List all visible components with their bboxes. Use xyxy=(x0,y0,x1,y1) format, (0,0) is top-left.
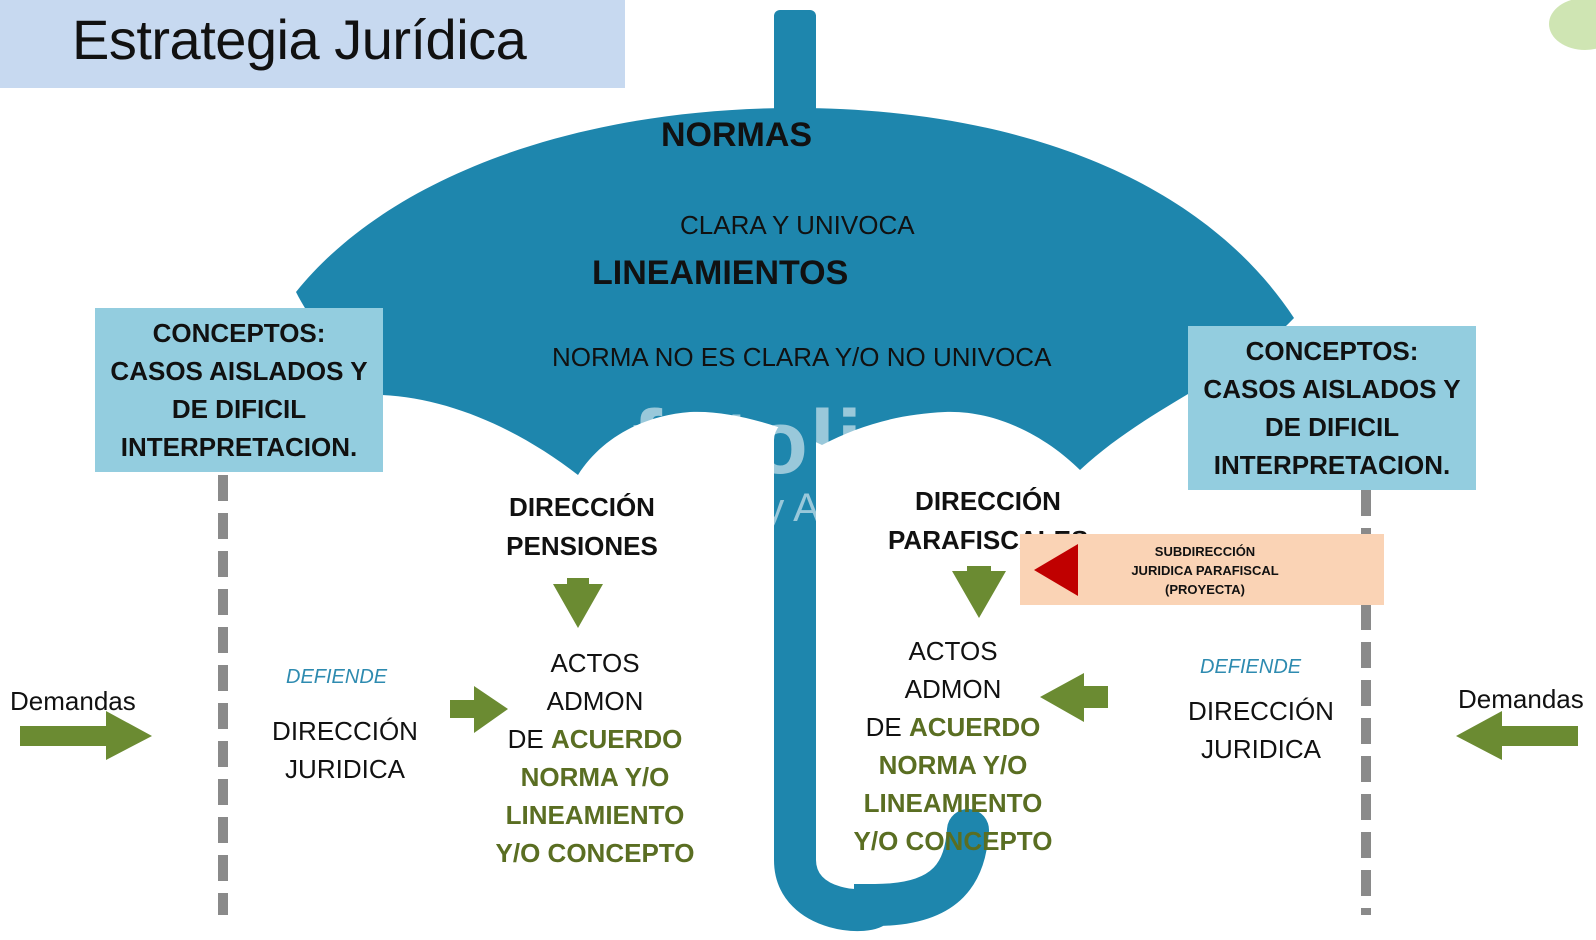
dir-pensiones-line: PENSIONES xyxy=(506,531,658,561)
actos-left-de: DE xyxy=(507,724,551,754)
concepts-left-line: INTERPRETACION. xyxy=(120,432,358,462)
actos-right-line6: Y/O CONCEPTO xyxy=(853,826,1053,856)
pensiones-down-arrow xyxy=(553,578,603,628)
subdireccion-line: JURIDICA PARAFISCAL xyxy=(1131,563,1279,578)
norma-no-clara-label: NORMA NO ES CLARA Y/O NO UNIVOCA xyxy=(552,342,1052,372)
actos-left: ACTOS ADMON DE ACUERDO NORMA Y/O LINEAMI… xyxy=(480,644,710,872)
actos-left-line1: ACTOS xyxy=(550,648,640,678)
watermark-logo: fotolia xyxy=(632,393,916,493)
dir-juridica-right-line: JURIDICA xyxy=(1201,734,1321,764)
dir-juridica-right-line: DIRECCIÓN xyxy=(1188,696,1334,726)
dir-juridica-left-line: JURIDICA xyxy=(285,754,405,784)
red-left-arrow-icon xyxy=(1034,544,1078,596)
lineamientos-label: LINEAMIENTOS xyxy=(592,254,849,292)
actos-right: ACTOS ADMON DE ACUERDO NORMA Y/O LINEAMI… xyxy=(838,632,1068,860)
actos-left-line2: ADMON xyxy=(546,686,644,716)
actos-right-line3: DE ACUERDO xyxy=(838,708,1068,746)
right-demandas-arrow xyxy=(1456,711,1578,760)
actos-right-line2: ADMON xyxy=(904,674,1002,704)
umbrella-canopy xyxy=(296,108,1294,475)
decorative-green-blob xyxy=(1549,0,1596,50)
concepts-right-line: INTERPRETACION. xyxy=(1213,450,1451,480)
normas-label: NORMAS xyxy=(661,116,813,154)
actos-left-acuerdo: ACUERDO xyxy=(550,724,683,754)
dir-parafiscales-line: DIRECCIÓN xyxy=(915,486,1061,516)
concepts-box-right: CONCEPTOS: CASOS AISLADOS Y DE DIFICIL I… xyxy=(1188,326,1476,490)
concepts-right-line: DE DIFICIL xyxy=(1264,412,1400,442)
page-title: Estrategia Jurídica xyxy=(72,8,527,71)
actos-left-line3: DE ACUERDO xyxy=(480,720,710,758)
parafiscales-down-arrow xyxy=(952,566,1006,618)
left-defiende-arrow xyxy=(450,686,508,733)
clara-univoca-label: CLARA Y UNIVOCA xyxy=(680,210,915,240)
actos-right-line5: LINEAMIENTO xyxy=(863,788,1043,818)
concepts-box-left: CONCEPTOS: CASOS AISLADOS Y DE DIFICIL I… xyxy=(95,308,383,472)
dir-juridica-left: DIRECCIÓN JURIDICA xyxy=(260,712,430,788)
actos-right-de: DE xyxy=(865,712,909,742)
dir-pensiones-line: DIRECCIÓN xyxy=(509,492,655,522)
concepts-left-line: CONCEPTOS: xyxy=(152,318,326,348)
actos-right-line1: ACTOS xyxy=(908,636,998,666)
defiende-right-label: DEFIENDE xyxy=(1200,656,1302,678)
actos-left-line6: Y/O CONCEPTO xyxy=(495,838,695,868)
actos-right-line4: NORMA Y/O xyxy=(878,750,1028,780)
subdireccion-line: (PROYECTA) xyxy=(1165,582,1245,597)
actos-left-line5: LINEAMIENTO xyxy=(505,800,685,830)
dir-juridica-right: DIRECCIÓN JURIDICA xyxy=(1176,692,1346,768)
title-bar xyxy=(0,0,625,88)
concepts-left-line: DE DIFICIL xyxy=(171,394,307,424)
subdireccion-line: SUBDIRECCIÓN xyxy=(1154,544,1256,559)
right-defiende-arrow xyxy=(1040,673,1108,722)
demandas-right-label: Demandas xyxy=(1458,684,1584,714)
defiende-left-label: DEFIENDE xyxy=(286,666,388,688)
umbrella-handle xyxy=(774,419,989,932)
umbrella-top-stem xyxy=(774,10,816,120)
dir-juridica-left-line: DIRECCIÓN xyxy=(272,716,418,746)
concepts-right-line: CASOS AISLADOS Y xyxy=(1203,374,1461,404)
watermark-sub: by Adobe xyxy=(742,486,909,530)
subdireccion-text: SUBDIRECCIÓN JURIDICA PARAFISCAL (PROYEC… xyxy=(1100,542,1310,599)
concepts-right-line: CONCEPTOS: xyxy=(1245,336,1419,366)
left-demandas-arrow xyxy=(20,711,152,760)
demandas-left-label: Demandas xyxy=(10,686,136,716)
concepts-left-line: CASOS AISLADOS Y xyxy=(110,356,368,386)
dir-pensiones: DIRECCIÓN PENSIONES xyxy=(492,488,672,566)
actos-left-line4: NORMA Y/O xyxy=(520,762,670,792)
actos-right-acuerdo: ACUERDO xyxy=(908,712,1041,742)
subdireccion-box xyxy=(1020,534,1384,605)
